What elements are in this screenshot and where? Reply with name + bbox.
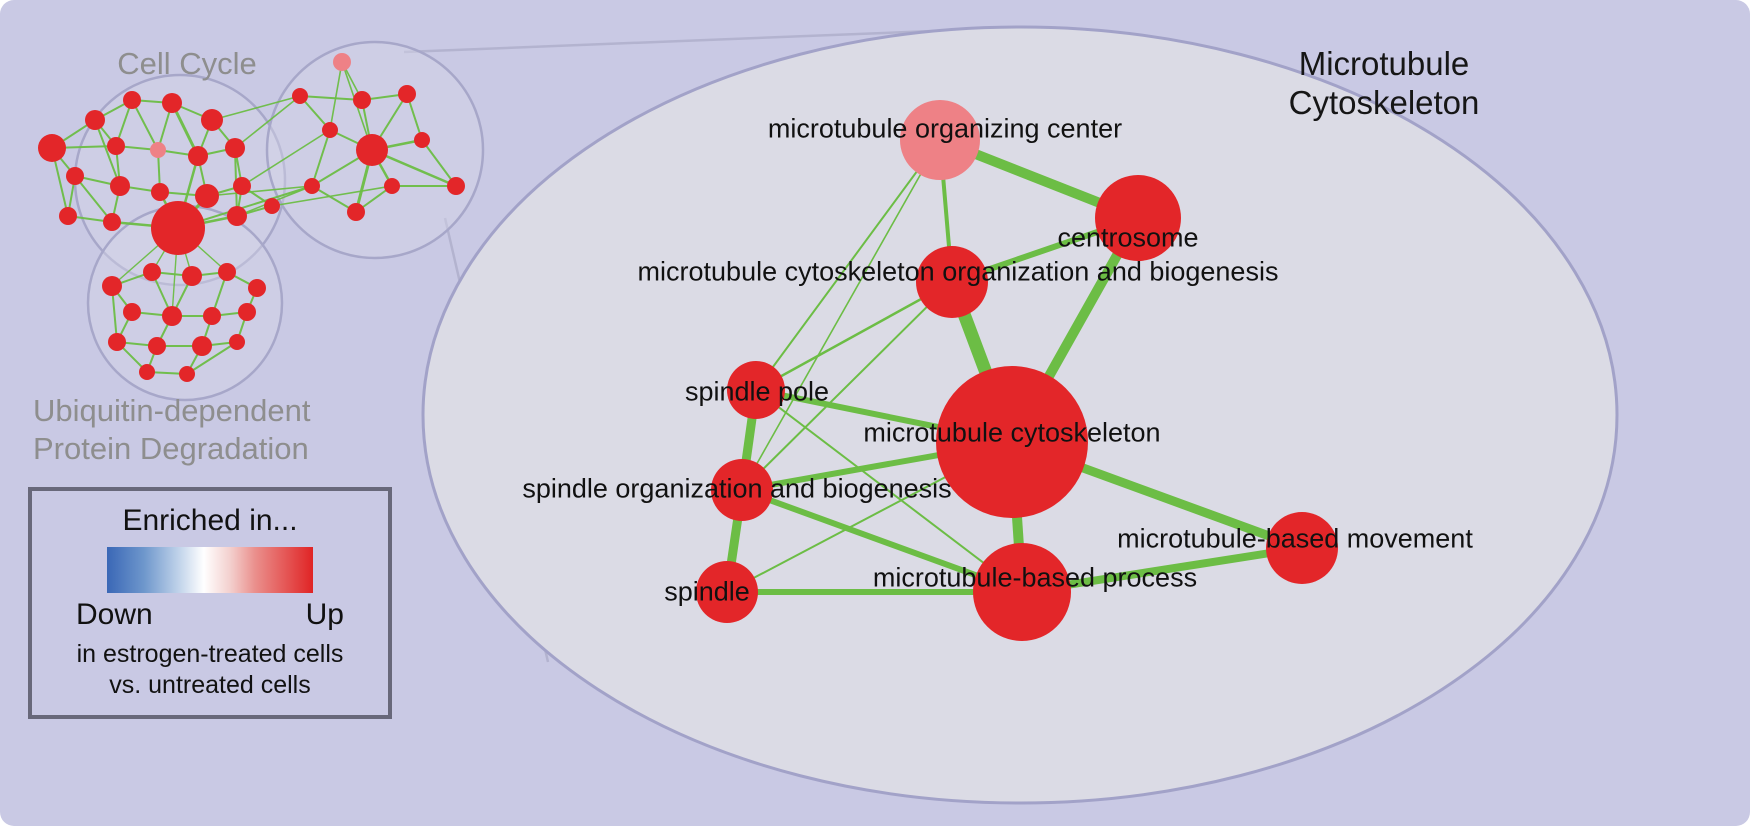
overview-node-42[interactable]	[229, 334, 245, 350]
overview-node-6[interactable]	[150, 142, 166, 158]
overview-node-31[interactable]	[143, 263, 161, 281]
overview-node-10[interactable]	[110, 176, 130, 196]
zoom-node-label-spindle: spindle	[664, 577, 750, 607]
overview-node-2[interactable]	[123, 91, 141, 109]
overview-node-27[interactable]	[384, 178, 400, 194]
legend-box: Enriched in... Down Up in estrogen-treat…	[28, 487, 392, 719]
zoom-node-label-mbp: microtubule-based process	[873, 563, 1197, 593]
overview-edge-61	[421, 139, 457, 187]
zoom-node-mc[interactable]	[936, 366, 1088, 518]
legend-caption-line2: vs. untreated cells	[109, 671, 311, 699]
legend-title: Enriched in...	[122, 504, 298, 537]
overview-node-30[interactable]	[102, 276, 122, 296]
zoom-node-mbm[interactable]	[1266, 512, 1338, 584]
zoom-edge-moc-sob	[741, 139, 941, 491]
overview-node-14[interactable]	[59, 207, 77, 225]
overview-node-43[interactable]	[139, 364, 155, 380]
zoom-edge-spindle_pole-mbp	[755, 389, 1023, 593]
overview-node-26[interactable]	[447, 177, 465, 195]
overview-node-41[interactable]	[192, 336, 212, 356]
overview-node-36[interactable]	[162, 306, 182, 326]
legend-caption: in estrogen-treated cells vs. untreated …	[32, 639, 388, 701]
overview-node-3[interactable]	[162, 93, 182, 113]
overview-edge-28	[74, 175, 113, 223]
overview-node-4[interactable]	[201, 109, 223, 131]
zoom-node-label-sob: spindle organization and biogenesis	[522, 474, 951, 504]
zoom-title-line2: Cytoskeleton	[1288, 84, 1480, 121]
zoom-connector-line-0	[403, 26, 1009, 54]
overview-node-28[interactable]	[347, 203, 365, 221]
legend-caption-line1: in estrogen-treated cells	[76, 640, 344, 668]
overview-node-37[interactable]	[203, 307, 221, 325]
overview-node-29[interactable]	[304, 178, 320, 194]
zoom-node-mbp[interactable]	[973, 543, 1071, 641]
zoom-node-label-moc: microtubule organizing center	[768, 114, 1122, 144]
overview-edge-49	[299, 95, 363, 101]
overview-node-20[interactable]	[292, 88, 308, 104]
overview-node-38[interactable]	[238, 303, 256, 321]
overview-node-7[interactable]	[188, 146, 208, 166]
overview-edge-25	[234, 95, 301, 149]
ubiquitin-cluster-label: Ubiquitin-dependent Protein Degradation	[33, 392, 311, 468]
overview-edge-15	[211, 95, 301, 121]
overview-edge-9	[131, 99, 159, 151]
overview-edge-44	[271, 185, 393, 207]
overview-edge-47	[329, 61, 343, 131]
legend-up-label: Up	[305, 598, 344, 631]
overview-edge-94	[186, 341, 238, 375]
zoom-node-spindle_pole[interactable]	[727, 361, 785, 419]
overview-node-21[interactable]	[353, 91, 371, 109]
overview-node-13[interactable]	[233, 177, 251, 195]
overview-edge-6	[94, 119, 121, 187]
zoom-node-spindle[interactable]	[696, 561, 758, 623]
zoom-node-label-mc: microtubule cytoskeleton	[863, 418, 1160, 448]
zoom-node-label-mbm: microtubule-based movement	[1117, 524, 1473, 554]
overview-node-5[interactable]	[107, 137, 125, 155]
zoom-node-moc[interactable]	[900, 100, 980, 180]
overview-node-23[interactable]	[322, 122, 338, 138]
ubiquitin-label-line2: Protein Degradation	[33, 431, 309, 466]
enrichment-gradient-bar	[107, 547, 313, 593]
overview-edge-38	[241, 129, 331, 187]
zoom-edge-sob-mbp	[740, 487, 1024, 595]
overview-node-35[interactable]	[123, 303, 141, 321]
zoom-node-label-mco: microtubule cytoskeleton organization an…	[638, 257, 1279, 287]
overview-node-25[interactable]	[414, 132, 430, 148]
zoom-node-label-spindle_pole: spindle pole	[685, 377, 829, 407]
ubiquitin-label-line1: Ubiquitin-dependent	[33, 393, 311, 428]
zoom-title-line1: Microtubule	[1298, 45, 1470, 82]
cell-cycle-cluster-label: Cell Cycle	[117, 46, 257, 81]
microtubule-cytoskeleton-title: Microtubule Cytoskeleton	[1289, 44, 1480, 122]
overview-node-1[interactable]	[85, 110, 105, 130]
zoom-node-centrosome[interactable]	[1095, 175, 1181, 261]
overview-node-33[interactable]	[218, 263, 236, 281]
overview-node-8[interactable]	[225, 138, 245, 158]
overview-node-44[interactable]	[179, 366, 195, 382]
overview-node-18[interactable]	[264, 198, 280, 214]
overview-node-22[interactable]	[398, 85, 416, 103]
overview-node-16[interactable]	[151, 201, 205, 255]
overview-node-34[interactable]	[248, 279, 266, 297]
overview-node-40[interactable]	[148, 337, 166, 355]
zoom-node-mco[interactable]	[916, 246, 988, 318]
zoom-node-sob[interactable]	[711, 459, 773, 521]
overview-node-17[interactable]	[227, 206, 247, 226]
zoom-edge-moc-spindle_pole	[755, 139, 941, 391]
overview-node-9[interactable]	[66, 167, 84, 185]
legend-down-label: Down	[76, 598, 153, 631]
zoom-edge-mco-sob	[741, 281, 953, 491]
zoom-node-label-centrosome: centrosome	[1057, 223, 1198, 253]
overview-node-0[interactable]	[38, 134, 66, 162]
overview-node-39[interactable]	[108, 333, 126, 351]
overview-node-24[interactable]	[356, 134, 388, 166]
overview-node-12[interactable]	[195, 184, 219, 208]
overview-node-19[interactable]	[333, 53, 351, 71]
overview-node-15[interactable]	[103, 213, 121, 231]
overview-edge-35	[206, 185, 313, 197]
overview-edge-65	[311, 129, 331, 187]
zoom-edge-mco-spindle_pole	[755, 280, 953, 392]
overview-node-11[interactable]	[151, 183, 169, 201]
overview-node-32[interactable]	[182, 266, 202, 286]
